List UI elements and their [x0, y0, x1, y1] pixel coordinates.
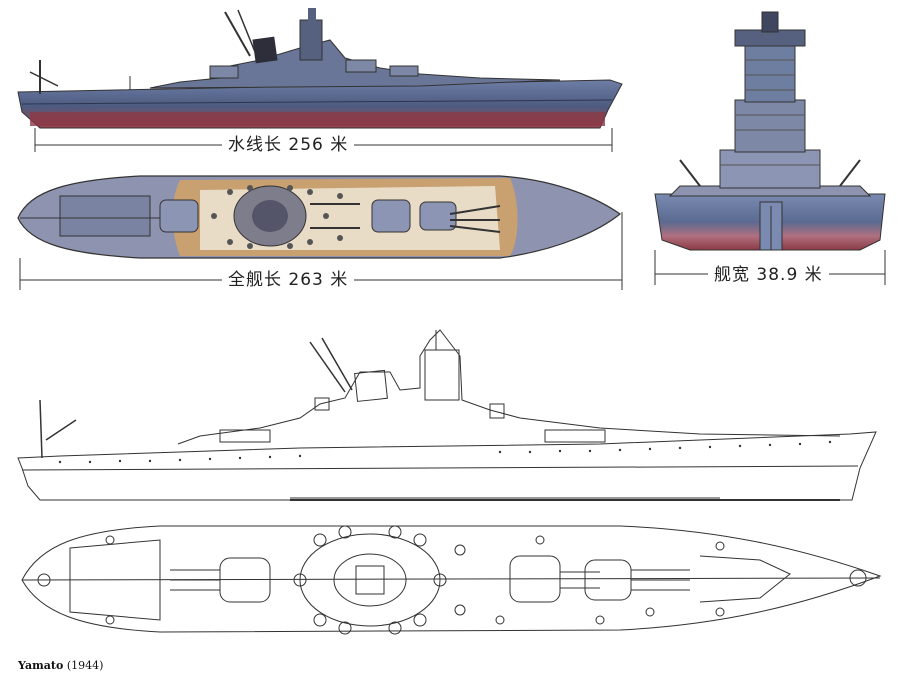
color-side-profile	[17, 8, 623, 152]
color-deck-plan	[17, 175, 623, 290]
overall-length-label: 全舰长 263 米	[222, 270, 355, 290]
portholes	[58, 440, 832, 464]
beam-label: 舰宽 38.9 米	[708, 265, 829, 285]
color-bow-view	[654, 11, 886, 285]
ship-year: (1944)	[66, 659, 104, 672]
waterline-length-label: 水线长 256 米	[222, 135, 355, 155]
ship-caption: Yamato (1944)	[18, 659, 103, 672]
deck-fittings	[105, 525, 725, 635]
line-deck-plan	[21, 525, 882, 635]
line-side-profile	[17, 329, 877, 501]
ship-name: Yamato	[18, 659, 64, 672]
